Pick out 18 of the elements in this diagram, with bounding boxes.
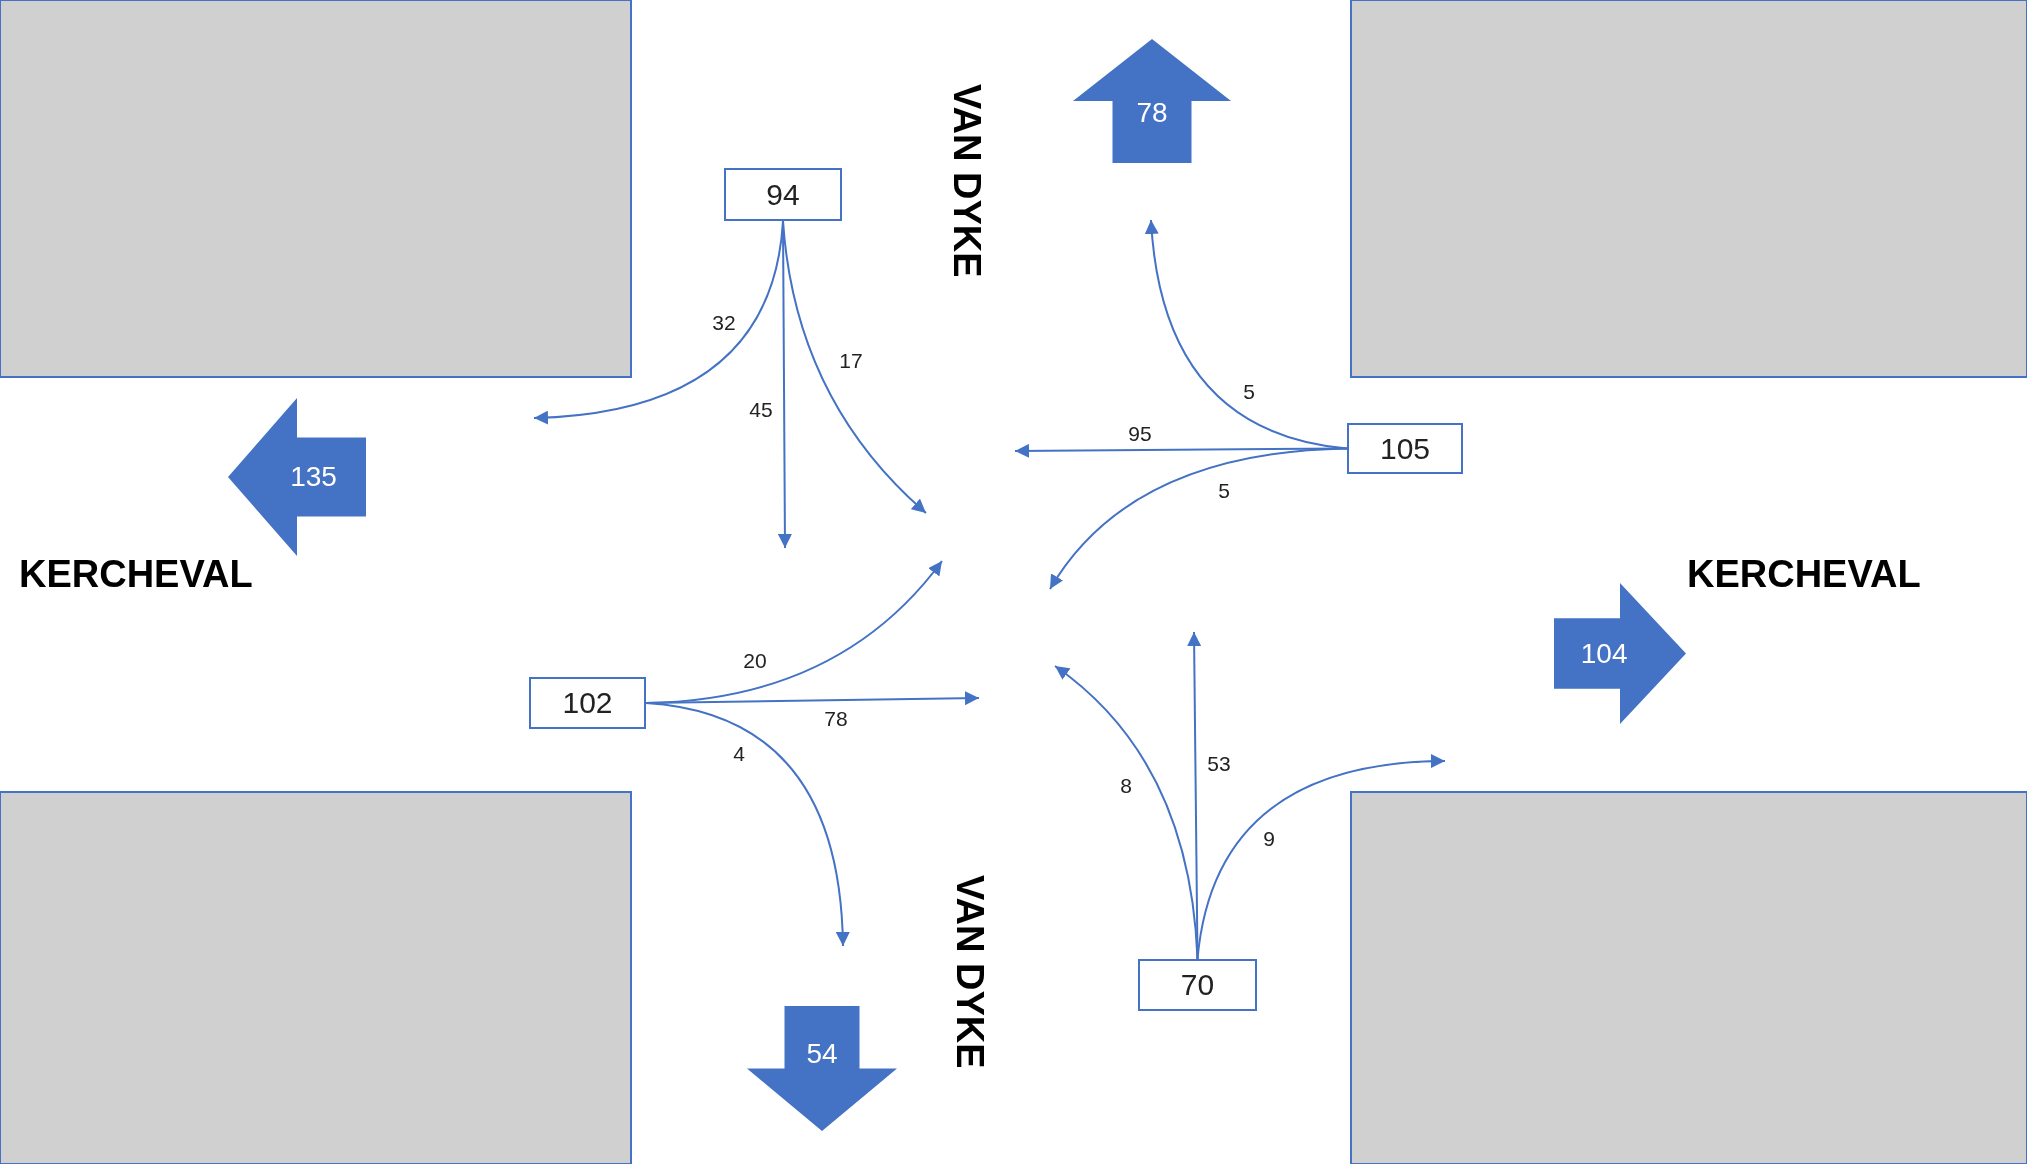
count-box: 102 bbox=[529, 677, 646, 729]
arrow bbox=[1049, 447, 1348, 590]
count-box: 70 bbox=[1138, 959, 1257, 1011]
count-box: 94 bbox=[724, 168, 842, 221]
volume-count: 135 bbox=[290, 461, 337, 493]
arrow bbox=[782, 220, 927, 514]
volume-count: 104 bbox=[1580, 637, 1628, 670]
street-name: KERCHEVAL bbox=[1687, 553, 1921, 596]
volume-count: 78 bbox=[1136, 97, 1168, 130]
street-name: KERCHEVAL bbox=[19, 553, 253, 596]
arrow bbox=[645, 702, 850, 947]
arrow bbox=[1187, 631, 1202, 960]
street-name: VAN DYKE bbox=[945, 84, 988, 278]
arrow bbox=[1145, 219, 1348, 450]
volume-count: 54 bbox=[806, 1037, 838, 1070]
street-name: VAN DYKE bbox=[948, 875, 991, 1069]
count-box: 105 bbox=[1347, 423, 1463, 474]
arrow bbox=[1196, 754, 1446, 960]
